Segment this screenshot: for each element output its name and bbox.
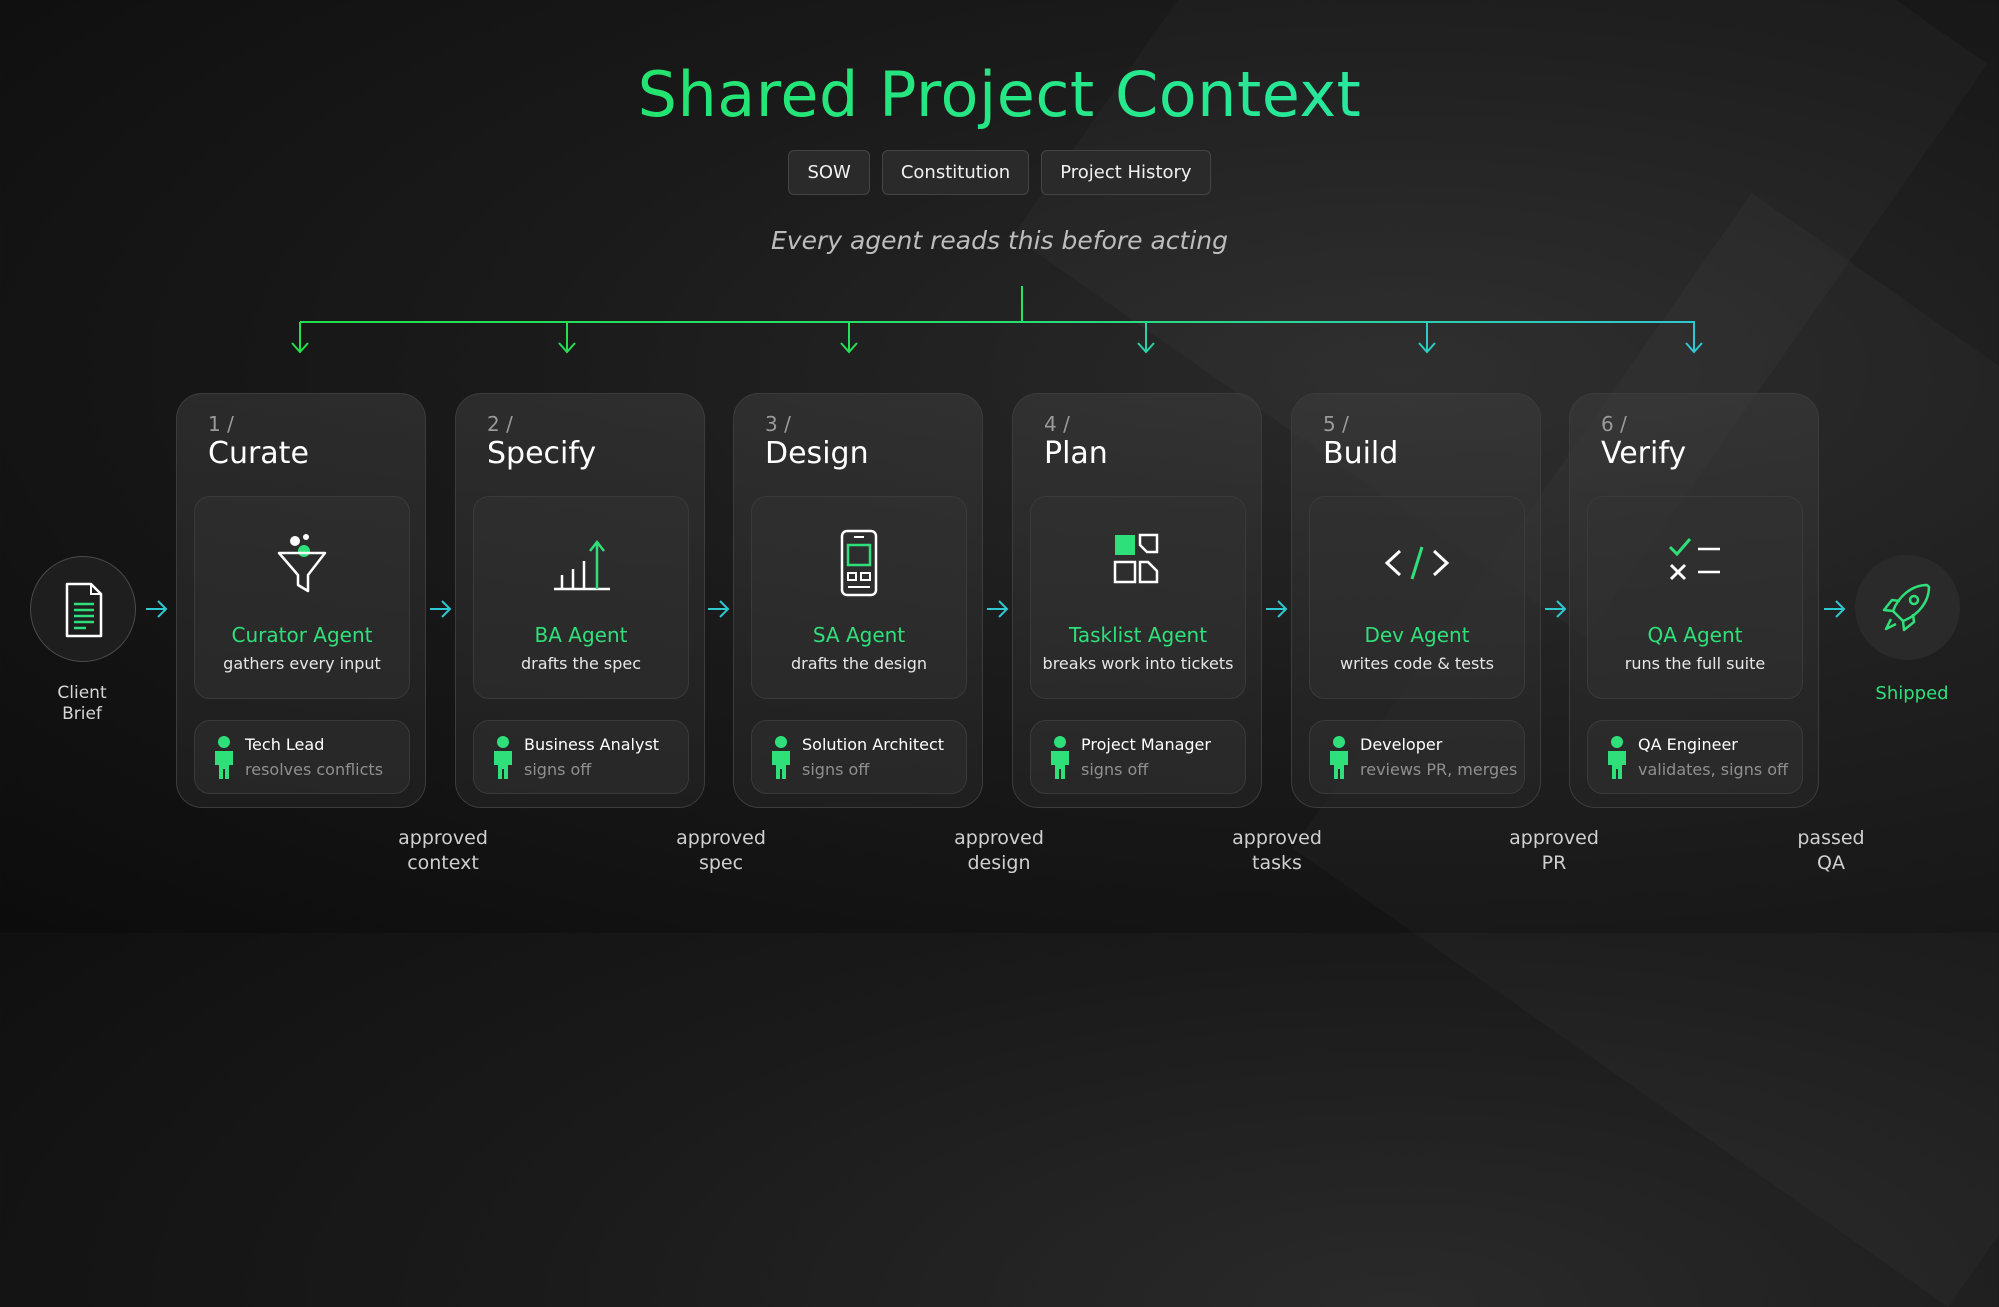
flow-arrow bbox=[1266, 600, 1288, 618]
flow-arrow bbox=[1545, 600, 1567, 618]
agent-panel: Dev Agent writes code & tests bbox=[1309, 496, 1525, 699]
flow-arrow bbox=[146, 600, 168, 618]
flow-arrow bbox=[1824, 600, 1846, 618]
person-icon bbox=[772, 736, 790, 779]
stage-number: 3 / bbox=[765, 412, 791, 436]
context-chip-project-history: Project History bbox=[1041, 150, 1211, 195]
shipped-label: Shipped bbox=[1875, 683, 1949, 704]
owner-role: Solution Architect bbox=[802, 735, 945, 754]
flow-arrow bbox=[708, 600, 730, 618]
stage-name: Design bbox=[765, 436, 869, 471]
owner-panel: Tech Lead resolves conflicts bbox=[194, 720, 410, 794]
agent-name: BA Agent bbox=[534, 623, 628, 647]
owner-role: Project Manager bbox=[1081, 735, 1211, 754]
document-icon bbox=[65, 582, 103, 638]
funnel-icon bbox=[277, 534, 327, 593]
person-icon bbox=[215, 736, 233, 779]
checklist-icon bbox=[1668, 538, 1720, 581]
stage-name: Verify bbox=[1601, 436, 1687, 471]
client-brief-label: Client Brief bbox=[57, 683, 107, 724]
agent-description: drafts the design bbox=[790, 654, 927, 673]
agent-name: Dev Agent bbox=[1364, 623, 1470, 647]
stage-number: 2 / bbox=[487, 412, 513, 436]
agent-name: Curator Agent bbox=[231, 623, 373, 647]
person-icon bbox=[1051, 736, 1069, 779]
rocket-icon bbox=[1882, 583, 1931, 632]
agent-description: gathers every input bbox=[223, 654, 381, 673]
stage-number: 4 / bbox=[1044, 412, 1070, 436]
agent-description: writes code & tests bbox=[1340, 654, 1494, 673]
context-items: SOW Constitution Project History bbox=[0, 150, 1999, 195]
stage-card-build: 5 / Build Dev Agent writes code & tests … bbox=[1291, 393, 1541, 808]
agent-panel: QA Agent runs the full suite bbox=[1587, 496, 1803, 699]
agent-name: SA Agent bbox=[812, 623, 906, 647]
owner-action: resolves conflicts bbox=[245, 760, 384, 779]
agent-description: runs the full suite bbox=[1624, 654, 1766, 673]
client-brief-node bbox=[30, 556, 136, 662]
owner-panel: Developer reviews PR, merges bbox=[1309, 720, 1525, 794]
context-chip-sow: SOW bbox=[788, 150, 870, 195]
owner-panel: QA Engineer validates, signs off bbox=[1587, 720, 1803, 794]
flow-arrow bbox=[987, 600, 1009, 618]
subtitle: Every agent reads this before acting bbox=[770, 226, 1229, 255]
code-icon bbox=[1384, 546, 1450, 580]
stage-card-specify: 2 / Specify BA Agent drafts the spec Bus… bbox=[455, 393, 705, 808]
stage-number: 6 / bbox=[1601, 412, 1627, 436]
stage-card-curate: 1 / Curate Curator Agent gathers every i… bbox=[176, 393, 426, 808]
context-chip-constitution: Constitution bbox=[881, 150, 1030, 195]
owner-panel: Project Manager signs off bbox=[1030, 720, 1246, 794]
page-title: Shared Project Context bbox=[0, 58, 1999, 131]
owner-panel: Solution Architect signs off bbox=[751, 720, 967, 794]
stage-name: Curate bbox=[208, 436, 309, 471]
owner-action: signs off bbox=[802, 760, 870, 779]
agent-panel: Tasklist Agent breaks work into tickets bbox=[1030, 496, 1246, 699]
context-connector-lines bbox=[291, 286, 1703, 354]
stage-name: Specify bbox=[487, 436, 597, 471]
owner-panel: Business Analyst signs off bbox=[473, 720, 689, 794]
stage-name: Plan bbox=[1044, 436, 1108, 471]
agent-panel: Curator Agent gathers every input bbox=[194, 496, 410, 699]
person-icon bbox=[494, 736, 512, 779]
owner-role: QA Engineer bbox=[1638, 735, 1738, 754]
mobile-wireframe-icon bbox=[840, 529, 878, 597]
stage-card-plan: 4 / Plan Tasklist Agent breaks work into… bbox=[1012, 393, 1262, 808]
owner-action: validates, signs off bbox=[1638, 760, 1789, 779]
owner-action: reviews PR, merges bbox=[1360, 760, 1518, 779]
agent-panel: SA Agent drafts the design bbox=[751, 496, 967, 699]
flow-arrow bbox=[430, 600, 452, 618]
agent-name: QA Agent bbox=[1647, 623, 1743, 647]
stage-card-verify: 6 / Verify QA Agent runs the full suite … bbox=[1569, 393, 1819, 808]
stage-name: Build bbox=[1323, 436, 1399, 471]
agent-description: breaks work into tickets bbox=[1042, 654, 1234, 673]
owner-role: Business Analyst bbox=[524, 735, 660, 754]
stage-number: 5 / bbox=[1323, 412, 1349, 436]
bar-chart-icon bbox=[554, 539, 610, 591]
tasks-grid-icon bbox=[1113, 533, 1159, 584]
agent-description: drafts the spec bbox=[520, 654, 642, 673]
person-icon bbox=[1608, 736, 1626, 779]
agent-panel: BA Agent drafts the spec bbox=[473, 496, 689, 699]
shipped-node bbox=[1855, 555, 1960, 660]
owner-role: Developer bbox=[1360, 735, 1443, 754]
owner-role: Tech Lead bbox=[245, 735, 325, 754]
owner-action: signs off bbox=[524, 760, 592, 779]
stage-number: 1 / bbox=[208, 412, 234, 436]
person-icon bbox=[1330, 736, 1348, 779]
agent-name: Tasklist Agent bbox=[1068, 623, 1208, 647]
stage-card-design: 3 / Design SA Agent drafts the design So… bbox=[733, 393, 983, 808]
owner-action: signs off bbox=[1081, 760, 1149, 779]
